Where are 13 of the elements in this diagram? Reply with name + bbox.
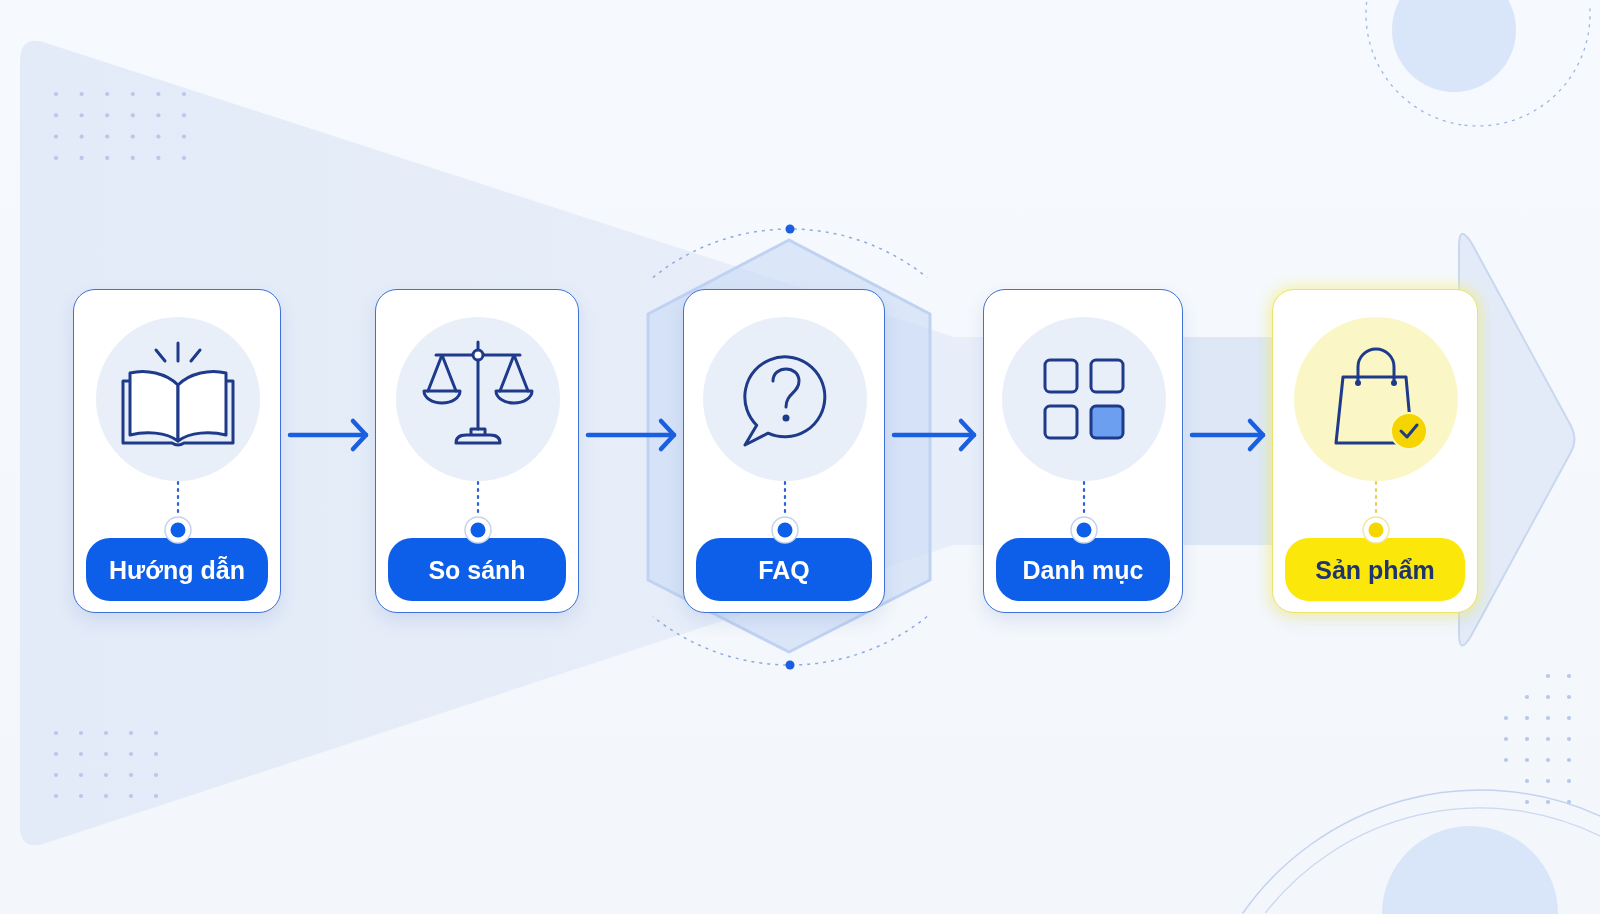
step-card (73, 289, 281, 613)
step-card (1272, 289, 1478, 613)
step-label: Sản phẩm (1285, 538, 1465, 601)
step-card (683, 289, 885, 613)
step-label: FAQ (696, 538, 872, 601)
arrow (287, 418, 369, 452)
arrow (585, 418, 677, 452)
step-card (375, 289, 579, 613)
arrow (891, 418, 977, 452)
step-card (983, 289, 1183, 613)
step-label: Hướng dẫn (86, 538, 268, 601)
step-label: Danh mục (996, 538, 1170, 601)
step-label: So sánh (388, 538, 566, 601)
